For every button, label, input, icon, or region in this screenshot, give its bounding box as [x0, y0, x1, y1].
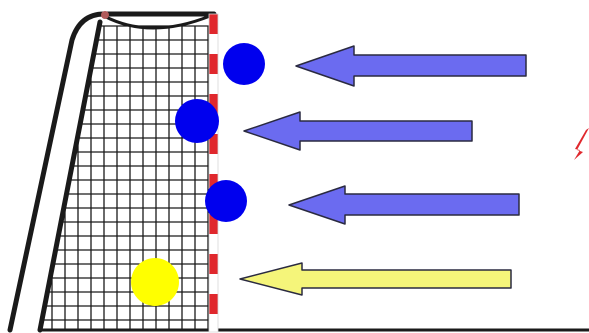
goal-frame: [7, 11, 589, 333]
post-stripe: [209, 254, 218, 274]
ball-blue-upper-middle: [175, 99, 219, 143]
ball-yellow-bottom: [131, 258, 179, 306]
arrow-blue-top: [295, 45, 527, 87]
post-stripe: [209, 274, 218, 294]
arrow-blue-lower-middle: [288, 185, 520, 225]
post-stripe: [209, 14, 218, 34]
arrow-yellow-bottom: [239, 262, 512, 296]
post-stripe: [209, 154, 218, 174]
net-top-knot: [101, 11, 109, 19]
offscreen-red-mark: [574, 128, 589, 160]
back-frame-left: [7, 11, 217, 333]
post-stripe: [209, 34, 218, 54]
post-stripe: [209, 314, 218, 332]
goal-net: [43, 25, 213, 330]
post-stripe: [209, 54, 218, 74]
shots: [131, 43, 527, 306]
post-stripe: [209, 234, 218, 254]
ball-blue-lower-middle: [205, 180, 247, 222]
net-top-sag: [103, 14, 211, 30]
ball-blue-top: [223, 43, 265, 85]
goal-post: [208, 13, 219, 333]
post-stripe: [209, 214, 218, 234]
post-outline: [208, 13, 219, 333]
post-stripe: [209, 134, 218, 154]
inner-frame-left: [37, 19, 103, 333]
arrow-blue-upper-middle: [243, 111, 473, 151]
post-stripe: [209, 94, 218, 114]
post-stripe: [209, 74, 218, 94]
post-stripe: [209, 294, 218, 314]
post-stripe: [209, 174, 218, 194]
